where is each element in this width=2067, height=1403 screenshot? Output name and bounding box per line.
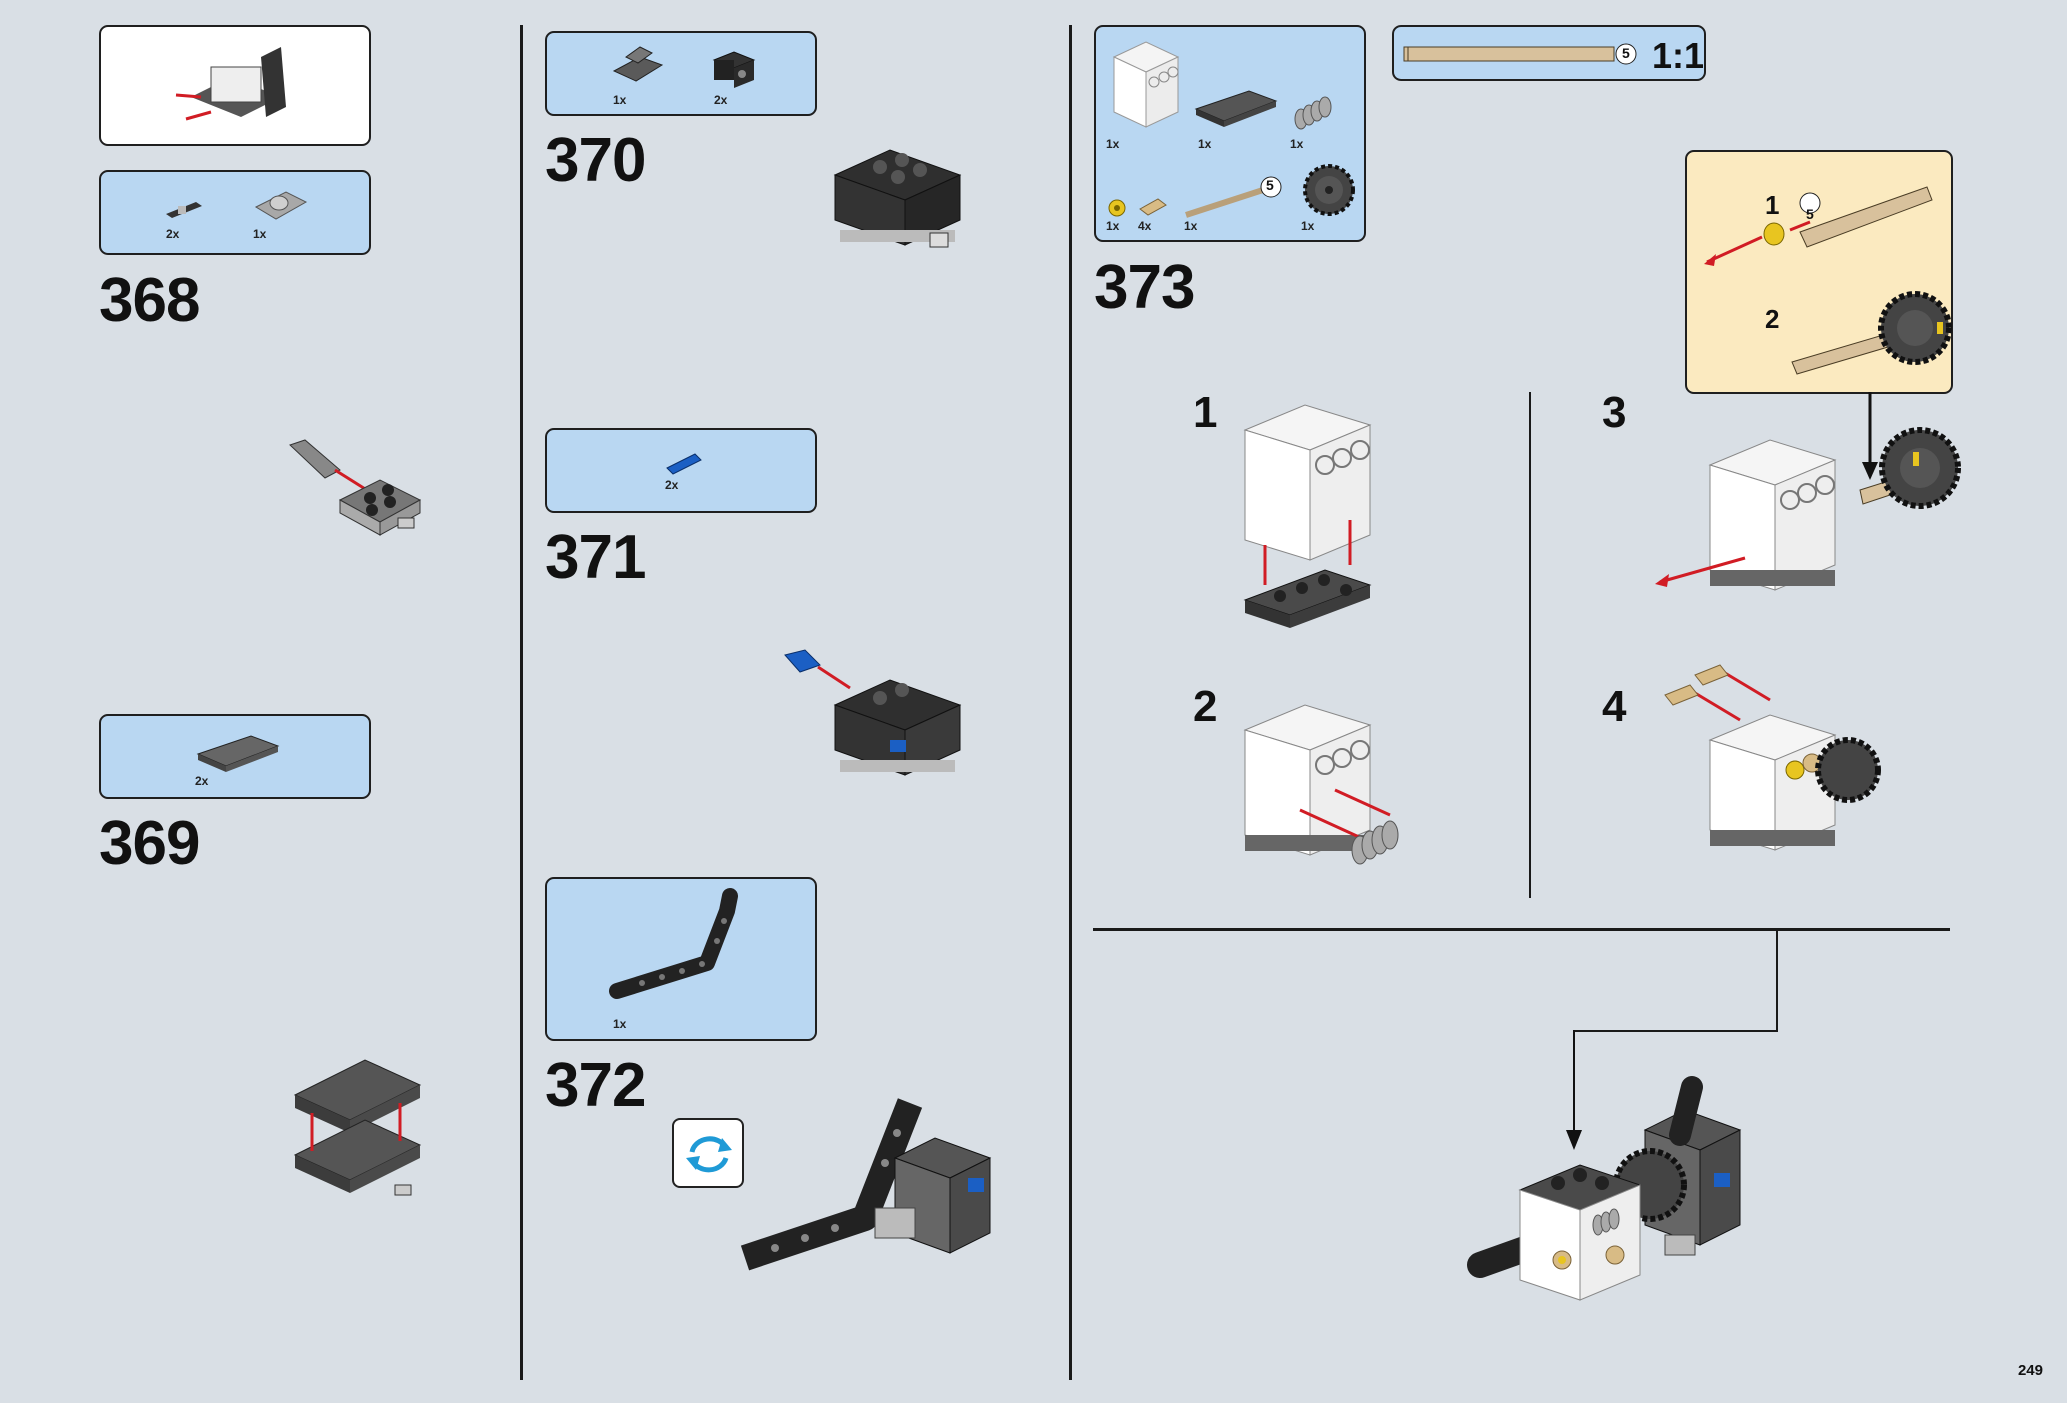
blue-axle-pin-icon — [666, 453, 702, 475]
part-qty: 1x — [253, 227, 267, 241]
rotate-model-icon — [672, 1118, 744, 1188]
bush-yellow-icon — [1108, 199, 1126, 217]
transparent-gearbox-housing-icon — [1112, 41, 1180, 128]
scale-label: 1:1 — [1652, 35, 1705, 76]
slope-brick-dark-gray-icon — [612, 46, 664, 82]
substep-number: 2 — [1193, 682, 1218, 731]
parts-box-step-369: 2x — [99, 714, 371, 799]
part-qty: 2x — [665, 478, 679, 492]
axle-length-label: 5 — [1806, 206, 1814, 222]
substep-3-illustration — [1655, 427, 1961, 591]
plate-2x4-dark-gray-icon — [196, 735, 280, 772]
gear-24-tooth-dark-gray-icon — [1303, 164, 1355, 216]
step-368-model-illustration — [289, 439, 422, 536]
axle-length-label: 5 — [1266, 177, 1274, 193]
parts-box-step-371: 2x — [545, 428, 817, 513]
connector-line-horizontal — [1574, 1030, 1778, 1032]
step-373-final-model-illustration — [1467, 1076, 1742, 1301]
step-number: 369 — [99, 809, 200, 878]
pin-connector-plate-icon — [254, 191, 308, 220]
part-qty: 1x — [1106, 137, 1120, 151]
step-number: 371 — [545, 523, 646, 592]
callout-step-2-illustration — [1791, 291, 1952, 375]
part-qty: 1x — [613, 93, 627, 107]
callout-substep-number: 2 — [1765, 304, 1780, 334]
part-qty: 2x — [714, 93, 728, 107]
part-qty: 1x — [1184, 219, 1198, 233]
callout-step-1-illustration — [1704, 186, 1933, 266]
part-qty: 1x — [1290, 137, 1304, 151]
step-number: 373 — [1094, 253, 1195, 322]
part-qty: 2x — [195, 774, 209, 788]
worm-gear-gray-icon — [1294, 96, 1332, 130]
callout-down-arrow — [1862, 392, 1878, 480]
axle-5-scale-icon — [1403, 43, 1637, 65]
substep-4-illustration — [1664, 664, 1881, 851]
pin-with-friction-ridges-icon — [166, 202, 202, 218]
bent-liftarm-black-icon — [609, 888, 738, 999]
step-number: 368 — [99, 266, 200, 335]
part-qty: 1x — [1198, 137, 1212, 151]
step-number: 372 — [545, 1051, 646, 1120]
part-qty: 4x — [1138, 219, 1152, 233]
substep-2-illustration — [1243, 704, 1399, 865]
part-qty: 1x — [1106, 219, 1120, 233]
substep-number: 1 — [1193, 388, 1218, 437]
plate-2x4-dark-gray-icon — [1194, 90, 1278, 127]
part-qty: 1x — [1301, 219, 1315, 233]
substep-divider — [1529, 392, 1531, 898]
substep-number: 3 — [1602, 388, 1627, 437]
pin-tan-icon — [1139, 198, 1167, 216]
column-divider — [1069, 25, 1072, 1380]
connector-down-arrow — [1566, 1030, 1582, 1150]
axle-5-tan-icon — [1185, 176, 1282, 218]
part-qty: 1x — [613, 1017, 627, 1031]
section-divider — [1093, 928, 1950, 931]
part-qty: 2x — [166, 227, 180, 241]
subassembly-preview-icon — [175, 47, 286, 121]
step-370-model-illustration — [833, 149, 962, 248]
technic-brick-black-icon — [712, 51, 756, 88]
parts-box-step-370: 1x 2x — [545, 31, 817, 116]
step-371-model-illustration — [784, 649, 962, 776]
substep-number: 4 — [1602, 682, 1627, 731]
substep-1-illustration — [1243, 404, 1372, 628]
subassembly-preview-box — [99, 25, 371, 146]
step-372-model-illustration — [740, 1098, 992, 1271]
step-369-model-illustration — [293, 1059, 422, 1196]
column-divider — [520, 25, 523, 1380]
page-number: 249 — [2017, 1362, 2043, 1379]
parts-box-step-372: 1x — [545, 877, 817, 1041]
step-number: 370 — [545, 126, 646, 195]
parts-box-step-373: 1x 1x 1x 1x 4x 5 1x 1x — [1094, 25, 1366, 242]
callout-substep-number: 1 — [1765, 190, 1780, 220]
gear-subassembly-callout: 1 5 2 — [1685, 150, 1953, 394]
parts-box-step-368: 2x 1x — [99, 170, 371, 255]
connector-line-vertical — [1776, 928, 1778, 1032]
scale-ruler-box: 5 1:1 — [1392, 25, 1706, 81]
axle-length-label: 5 — [1622, 45, 1630, 61]
